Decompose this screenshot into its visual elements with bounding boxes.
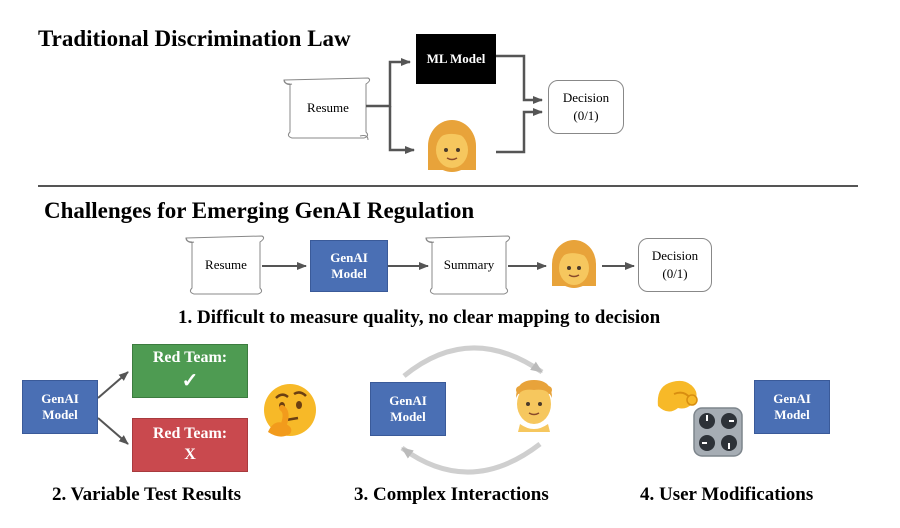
genai-label-line2: Model: [331, 266, 367, 281]
genai-model-box-c3: GenAI Model: [370, 382, 446, 436]
man-emoji: [516, 380, 552, 432]
genai-c4-line2: Model: [774, 407, 810, 422]
challenge3-caption: 3. Complex Interactions: [354, 484, 549, 505]
decision-value-2: (0/1): [662, 266, 688, 281]
genai-model-box-c4: GenAI Model: [754, 380, 830, 434]
decision-box-1: Decision (0/1): [548, 80, 624, 134]
resume-scroll-1: [283, 77, 371, 141]
decision-value-1: (0/1): [573, 108, 599, 123]
genai-c3-line2: Model: [390, 409, 426, 424]
decision-label-1: Decision: [562, 90, 610, 106]
summary-label: Summary: [443, 257, 495, 272]
thinking-face-emoji: [264, 384, 316, 437]
section1-title: Traditional Discrimination Law: [38, 26, 351, 51]
checkmark-icon: ✓: [181, 370, 199, 393]
genai-c2-line2: Model: [42, 407, 78, 422]
resume-label-1: Resume: [307, 100, 349, 115]
resume-scroll-2: [185, 235, 265, 295]
control-knobs-emoji: [693, 407, 743, 457]
genai-c2-line1: GenAI: [41, 390, 79, 406]
challenge1-caption: 1. Difficult to measure quality, no clea…: [178, 307, 661, 328]
resume-label-2: Resume: [205, 257, 247, 272]
red-team-pass-box: Red Team: ✓: [132, 344, 248, 398]
red-team-fail-box: Red Team: X: [132, 418, 248, 472]
pinching-hand-emoji: [657, 380, 698, 412]
decision-label-2: Decision: [651, 248, 699, 264]
woman-emoji-2: [552, 240, 596, 288]
challenge3-cycle-arrows: [400, 345, 544, 475]
summary-scroll: [425, 235, 511, 295]
genai-c4-line1: GenAI: [773, 390, 811, 406]
red-team-pass-label: Red Team:: [152, 348, 228, 366]
decision-box-2: Decision (0/1): [638, 238, 712, 292]
section1-arrows: [366, 54, 543, 154]
fail-x-label: X: [184, 446, 196, 463]
genai-model-box-flow: GenAI Model: [310, 240, 388, 292]
challenge2-arrows: [97, 371, 129, 445]
ml-model-box: ML Model: [416, 34, 496, 84]
woman-emoji-1: [428, 120, 476, 172]
challenge4-caption: 4. User Modifications: [640, 484, 814, 505]
challenge2-caption: 2. Variable Test Results: [52, 484, 241, 505]
red-team-fail-label: Red Team:: [152, 425, 228, 443]
genai-label-line1: GenAI: [330, 249, 368, 265]
genai-c3-line1: GenAI: [389, 392, 427, 408]
genai-model-box-c2: GenAI Model: [22, 380, 98, 434]
section2-title: Challenges for Emerging GenAI Regulation: [44, 198, 475, 223]
